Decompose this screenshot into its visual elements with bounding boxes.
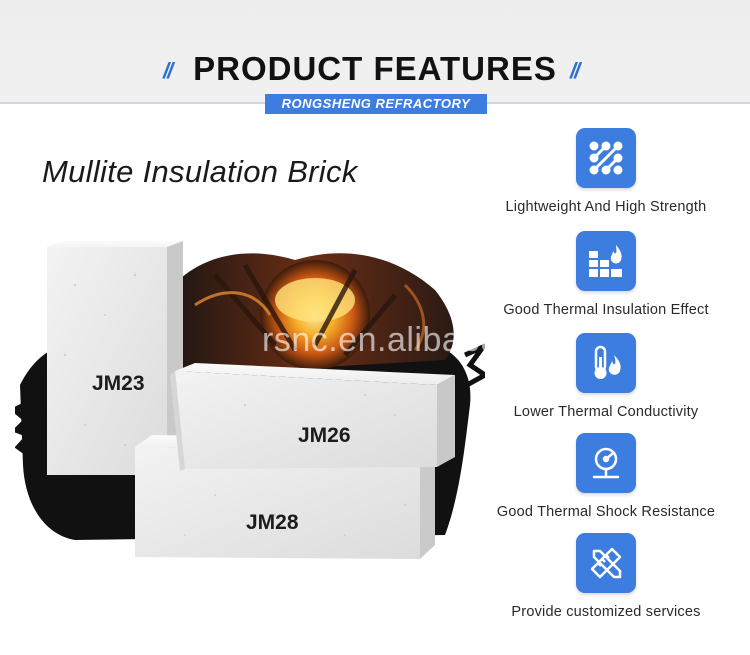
brand-subtitle-badge: RONGSHENG REFRACTORY <box>265 94 487 114</box>
header-band <box>0 0 750 103</box>
lightweight-molecule-icon <box>576 128 636 188</box>
bricks-fire-icon <box>576 231 636 291</box>
page-title: PRODUCT FEATURES <box>193 50 557 87</box>
feature-label: Lower Thermal Conductivity <box>513 404 699 420</box>
ruler-pencil-icon <box>576 533 636 593</box>
product-name: Mullite Insulation Brick <box>42 154 358 189</box>
decor-slashes-right: // <box>570 58 580 83</box>
thermometer-flame-icon <box>576 333 636 393</box>
product-image: JM23 JM26 JM28 <box>9 235 491 560</box>
brick-label-jm28: JM28 <box>246 511 299 534</box>
feature-item-shock-resistance: Good Thermal Shock Resistance <box>480 433 732 520</box>
feature-label: Good Thermal Shock Resistance <box>496 504 716 520</box>
feature-item-conductivity: Lower Thermal Conductivity <box>480 333 732 420</box>
feature-item-customized: Provide customized services <box>480 533 732 620</box>
decor-slashes-left: // <box>163 58 173 83</box>
brick-label-jm23: JM23 <box>92 372 145 395</box>
feature-label: Provide customized services <box>511 604 701 620</box>
feature-label: Good Thermal Insulation Effect <box>503 302 709 318</box>
feature-label: Lightweight And High Strength <box>505 199 707 215</box>
feature-item-insulation: Good Thermal Insulation Effect <box>480 231 732 318</box>
brick-illustration <box>9 241 491 559</box>
feature-item-lightweight: Lightweight And High Strength <box>480 128 732 215</box>
pressure-gauge-icon <box>576 433 636 493</box>
watermark-text: rsnc.en.alibaba.com <box>262 321 576 359</box>
brick-label-jm26: JM26 <box>298 424 351 447</box>
